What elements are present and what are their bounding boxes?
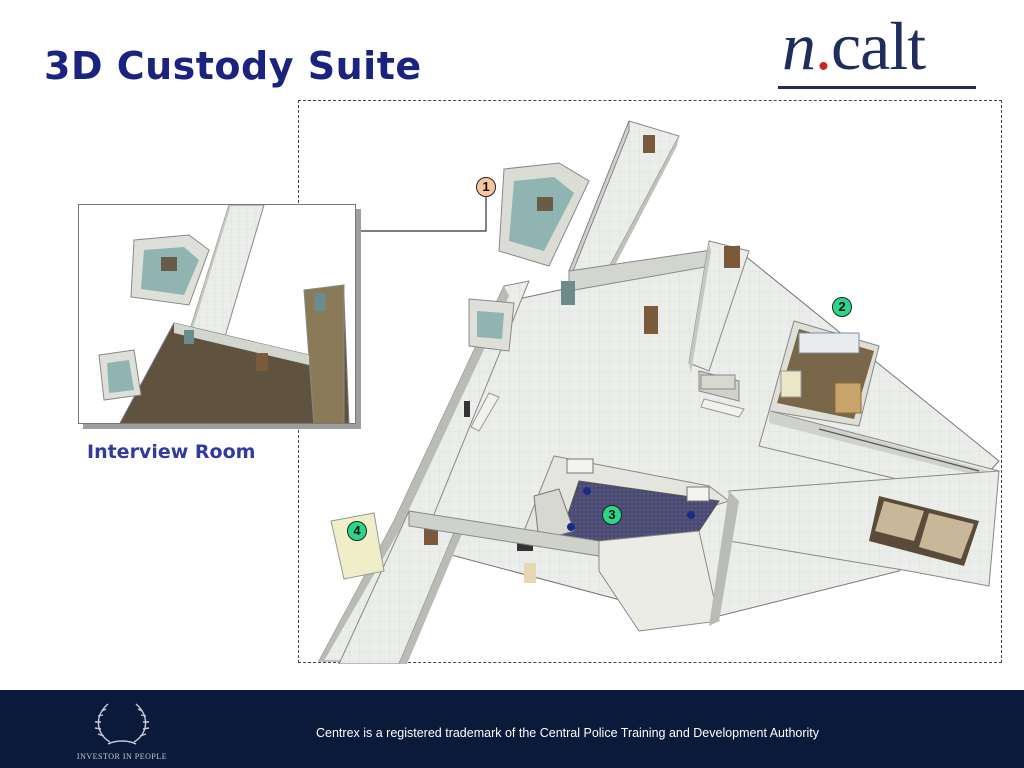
marker-3[interactable]: 3 xyxy=(602,505,622,525)
interview-room-illustration xyxy=(98,205,350,423)
marker-2[interactable]: 2 xyxy=(832,297,852,317)
investor-in-people-logo: INVESTOR IN PEOPLE xyxy=(74,698,170,764)
marker-1[interactable]: 1 xyxy=(476,177,496,197)
ncalt-logo: n.calt xyxy=(778,6,978,92)
slide-title: 3D Custody Suite xyxy=(44,44,422,88)
logo-wordmark: n.calt xyxy=(782,8,926,84)
floor-plan-illustration xyxy=(318,120,1000,664)
interview-room-inset xyxy=(78,204,356,424)
footer-bar: INVESTOR IN PEOPLE Centrex is a register… xyxy=(0,690,1024,768)
laurel-wreath-icon xyxy=(94,703,150,745)
floor-plan-frame xyxy=(298,100,1002,664)
trademark-notice: Centrex is a registered trademark of the… xyxy=(316,726,820,740)
inset-caption: Interview Room xyxy=(87,441,256,463)
logo-underline xyxy=(778,86,976,89)
investor-in-people-text: INVESTOR IN PEOPLE xyxy=(76,752,168,761)
marker-4[interactable]: 4 xyxy=(347,521,367,541)
